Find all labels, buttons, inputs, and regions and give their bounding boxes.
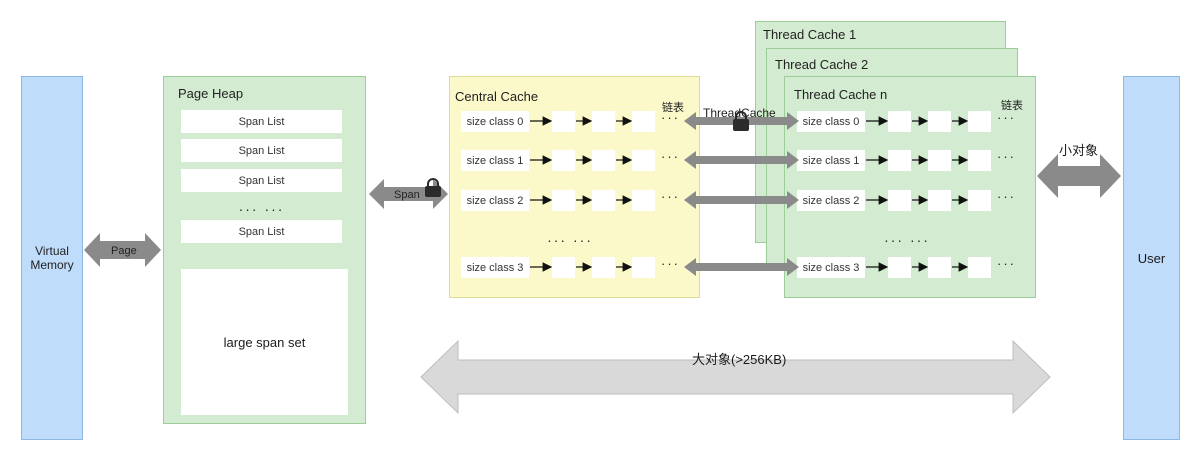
span-list-ellipsis: ··· ···	[238, 201, 285, 217]
virtual-memory-label: Virtual Memory	[30, 244, 74, 272]
central-row-ellipsis: ···	[661, 189, 680, 204]
thread-row-ellipsis: ···	[997, 110, 1016, 125]
central-list-node	[552, 111, 575, 132]
large-span-set-box: large span set	[181, 269, 348, 415]
thread-list-node	[968, 111, 991, 132]
thread-list-node	[888, 150, 911, 171]
thread-cache-2-title: Thread Cache 2	[775, 57, 869, 72]
central-size-class-label: size class 0	[461, 111, 529, 132]
small-object-label: 小对象	[1059, 143, 1099, 158]
thread-list-node	[968, 190, 991, 211]
thread-list-node	[888, 257, 911, 278]
thread-size-class-label: size class 0	[797, 111, 865, 132]
central-list-node	[592, 150, 615, 171]
thread-size-class-label: size class 3	[797, 257, 865, 278]
central-row-ellipsis: ···	[661, 110, 680, 125]
central-size-class-label: size class 1	[461, 150, 529, 171]
central-list-node	[632, 111, 655, 132]
span-lock-icon	[425, 178, 441, 197]
large-object-label: 大对象(>256KB)	[692, 352, 787, 367]
large-object-arrow	[420, 339, 1051, 415]
thread-list-node	[928, 111, 951, 132]
central-list-node	[552, 190, 575, 211]
thread-size-class-label: size class 2	[797, 190, 865, 211]
threadcache-arrow	[684, 258, 799, 276]
central-list-node	[592, 111, 615, 132]
user-label: User	[1137, 250, 1166, 266]
central-mid-ellipsis: ··· ···	[547, 232, 593, 248]
thread-size-class-label: size class 1	[797, 150, 865, 171]
thread-list-node	[928, 150, 951, 171]
thread-list-node	[928, 257, 951, 278]
central-row-ellipsis: ···	[661, 256, 680, 271]
threadcache-arrow	[684, 191, 799, 209]
virtual-memory-box: Virtual Memory	[21, 76, 83, 440]
span-arrow-label: Span	[394, 189, 420, 201]
central-cache-title: Central Cache	[455, 89, 539, 104]
span-list-slot: Span List	[181, 139, 342, 162]
threadcache-arrow	[684, 151, 799, 169]
central-list-node	[592, 190, 615, 211]
central-list-node	[632, 150, 655, 171]
central-list-node	[552, 150, 575, 171]
central-list-node	[592, 257, 615, 278]
page-heap-box: Page Heap Span List Span List Span List …	[163, 76, 366, 424]
thread-mid-ellipsis: ··· ···	[884, 232, 930, 248]
span-list-slot: Span List	[181, 110, 342, 133]
thread-list-node	[888, 190, 911, 211]
central-list-node	[632, 190, 655, 211]
central-row-ellipsis: ···	[661, 149, 680, 164]
thread-list-node	[968, 150, 991, 171]
central-linked-list-label: 链表	[662, 102, 684, 114]
user-box: User	[1123, 76, 1180, 440]
page-heap-title: Page Heap	[178, 86, 244, 101]
thread-list-node	[968, 257, 991, 278]
thread-linked-list-label: 链表	[1001, 100, 1023, 112]
threadcache-arrow-label: ThreadCache	[703, 106, 776, 120]
thread-row-ellipsis: ···	[997, 189, 1016, 204]
page-arrow	[84, 233, 161, 267]
central-size-class-label: size class 2	[461, 190, 529, 211]
span-list-slot: Span List	[181, 220, 342, 243]
thread-cache-1-title: Thread Cache 1	[763, 27, 857, 42]
small-object-arrow	[1037, 154, 1121, 198]
thread-list-node	[888, 111, 911, 132]
page-arrow-label: Page	[111, 245, 137, 257]
threadcache-lock-icon	[733, 111, 749, 131]
central-list-node	[552, 257, 575, 278]
central-list-node	[632, 257, 655, 278]
span-arrow	[369, 179, 448, 209]
span-list-slot: Span List	[181, 169, 342, 192]
thread-row-ellipsis: ···	[997, 256, 1016, 271]
central-size-class-label: size class 3	[461, 257, 529, 278]
thread-list-node	[928, 190, 951, 211]
thread-cache-n-title: Thread Cache n	[794, 87, 888, 102]
thread-row-ellipsis: ···	[997, 149, 1016, 164]
